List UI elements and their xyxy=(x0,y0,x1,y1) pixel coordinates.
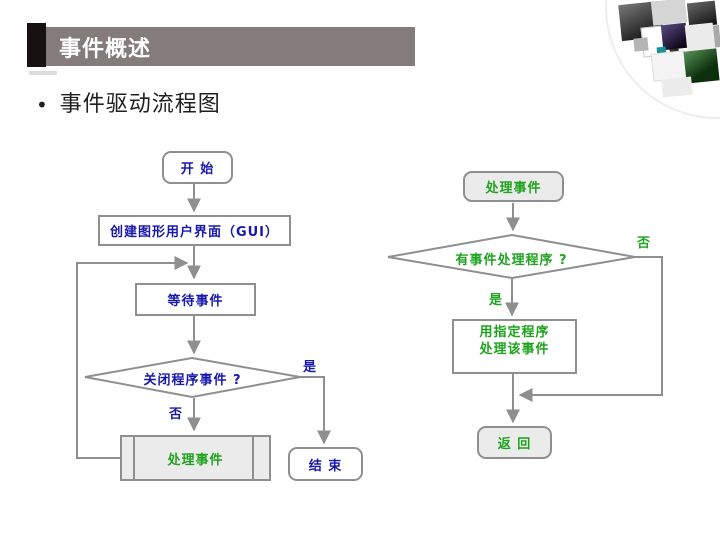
slide-bullet-row: • 事件驱动流程图 xyxy=(36,90,221,120)
flow-node-process-event-bottom: 处理事件 xyxy=(120,435,271,481)
flow-node-create-gui: 创建图形用户界面（GUI） xyxy=(98,215,291,246)
slide-title-bar: 事件概述 xyxy=(46,27,415,66)
connector-handlerdiamond-no-branch xyxy=(518,256,663,402)
predefined-process-left-bar xyxy=(133,437,135,479)
page-title: 事件概述 xyxy=(59,36,152,62)
decision-close-event-shape xyxy=(84,356,301,399)
label-no-left: 否 xyxy=(169,407,183,422)
flow-node-wait-event: 等待事件 xyxy=(135,283,256,316)
decision-close-event-label: 关闭程序事件 ? xyxy=(143,373,242,388)
process-event-bottom-label: 处理事件 xyxy=(167,452,224,468)
title-accent-block xyxy=(27,23,46,67)
specified-handler-line2: 处理该事件 xyxy=(479,342,550,357)
bullet-icon: • xyxy=(36,93,48,117)
predefined-process-right-bar xyxy=(252,437,254,479)
flow-node-start: 开 始 xyxy=(162,151,233,184)
label-yes-right: 是 xyxy=(489,293,503,308)
flow-node-specified-handler: 用指定程序 处理该事件 xyxy=(452,319,577,374)
title-underline xyxy=(29,71,57,75)
label-no-right: 否 xyxy=(637,236,651,251)
slide-subtitle: 事件驱动流程图 xyxy=(59,92,221,117)
label-yes-left: 是 xyxy=(303,360,317,375)
flow-node-process-event-top: 处理事件 xyxy=(463,171,564,202)
decision-has-handler-label: 有事件处理程序 ? xyxy=(455,253,568,268)
flow-node-end: 结 束 xyxy=(288,447,363,481)
flow-node-return: 返 回 xyxy=(477,426,552,459)
connector-closediamond-to-end xyxy=(300,376,331,445)
connector-feedback-loop xyxy=(76,256,189,459)
specified-handler-line1: 用指定程序 xyxy=(479,325,550,340)
decision-has-handler-shape xyxy=(387,233,636,280)
